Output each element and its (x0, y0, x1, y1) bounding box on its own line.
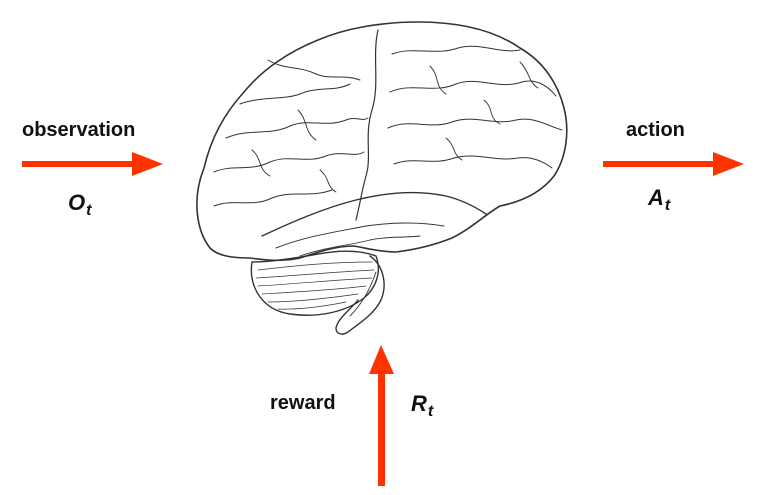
reward-label: reward (270, 392, 336, 414)
action-symbol-subscript: t (664, 197, 671, 214)
action-symbol: At (648, 187, 670, 214)
observation-symbol: Ot (68, 192, 91, 219)
brain-stem (335, 255, 385, 335)
action-arrow (603, 152, 744, 176)
brain-outline (196, 21, 568, 262)
action-label: action (626, 119, 685, 141)
observation-symbol-letter: O (68, 190, 86, 215)
reward-symbol-letter: R (411, 391, 427, 416)
reward-symbol: Rt (411, 393, 433, 420)
reward-arrow (369, 345, 394, 486)
action-symbol-letter: A (648, 185, 664, 210)
observation-symbol-subscript: t (86, 202, 92, 219)
brain-illustration (196, 21, 568, 335)
observation-arrow (22, 152, 163, 176)
observation-label: observation (22, 119, 136, 141)
reward-symbol-subscript: t (427, 403, 434, 420)
cerebellum (250, 250, 380, 316)
